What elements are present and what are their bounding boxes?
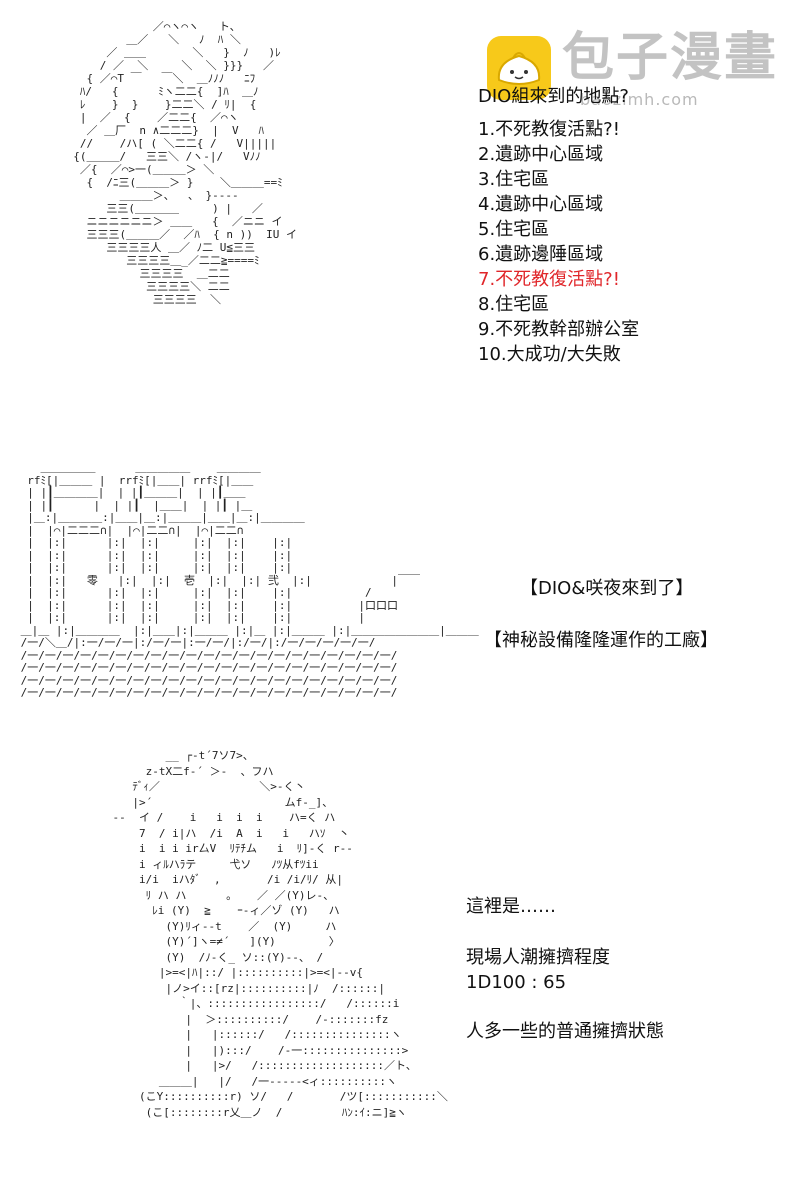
watermark-title: 包子漫畫 <box>562 28 779 88</box>
list-item: 10.大成功/大失敗 <box>478 344 621 365</box>
list-item: 5.住宅區 <box>478 219 550 240</box>
sign-zero: 零 <box>86 573 98 587</box>
girl-ascii-art: __ ┌-t´7ソ7>、 z-tX二f-´ ＞- 、フハ ﾃﾞｨ／ ＼>-く丶 … <box>112 749 448 1119</box>
factory-ascii-art: ＿＿＿＿＿ ＿＿＿＿＿ ＿＿＿＿ rfﾐ[|＿＿＿ | rrfﾐ[|＿＿| rr… <box>20 461 479 699</box>
list-item: 4.遺跡中心區域 <box>478 194 604 215</box>
watermark-url: baozimh.com <box>580 90 699 109</box>
list-item: 6.遺跡邊陲區域 <box>478 244 604 265</box>
location-list: DIO組來到的地點? 1.不死教復活點?! 2.遺跡中心區域 3.住宅區 4.遺… <box>478 84 639 367</box>
crowd-level-label: 現場人潮擁擠程度 <box>466 947 610 968</box>
list-title: DIO組來到的地點? <box>478 86 629 107</box>
caption-factory: 【神秘設備隆隆運作的工廠】 <box>484 630 718 651</box>
here-is-text: 這裡是…… <box>466 896 556 917</box>
list-item: 1.不死教復活點?! <box>478 119 620 140</box>
caption-arrival: 【DIO&咲夜來到了】 <box>520 578 694 599</box>
sign-two: 弐 <box>267 573 279 587</box>
list-item: 3.住宅區 <box>478 169 550 190</box>
dice-roll-result: 1D100 : 65 <box>466 972 567 993</box>
sign-one: 壱 <box>183 573 195 587</box>
dio-ascii-art: ／⌒ヽ⌒ヽ ト、 ＿／ ＼ ﾉ ﾊ ＼ ／ ＿＿ ＼ } ﾉ )ﾚ / ／ ＼ … <box>73 20 297 306</box>
list-item-highlighted: 7.不死教復活點?! <box>478 269 620 290</box>
list-item: 8.住宅區 <box>478 294 550 315</box>
list-item: 2.遺跡中心區域 <box>478 144 604 165</box>
bun-logo-icon <box>487 36 551 100</box>
crowd-check-block: 這裡是…… 現場人潮擁擠程度 1D100 : 65 人多一些的普通擁擠狀態 <box>466 894 664 1044</box>
list-item: 9.不死教幹部辦公室 <box>478 319 640 340</box>
crowd-state-text: 人多一些的普通擁擠狀態 <box>466 1021 664 1042</box>
